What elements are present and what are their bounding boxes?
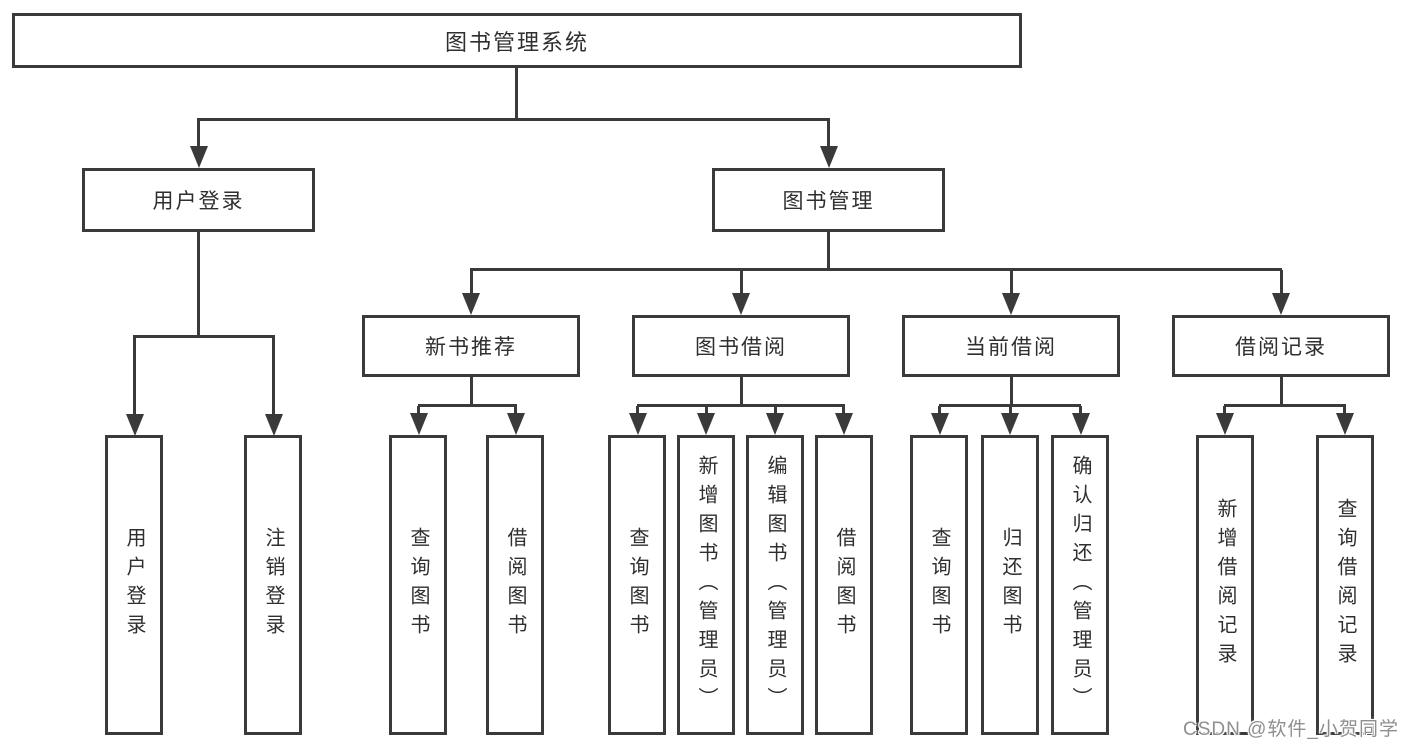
arrow-down-icon bbox=[410, 413, 428, 435]
node-user-login-branch: 用户登录 bbox=[82, 168, 315, 232]
arrow-down-icon bbox=[507, 413, 525, 435]
leaf-query-books: 查询图书 bbox=[389, 435, 447, 735]
node-new-book-recommendation: 新书推荐 bbox=[362, 315, 580, 377]
leaf-borrow-books: 借阅图书 bbox=[486, 435, 544, 735]
connector-line bbox=[705, 406, 708, 416]
connector-line bbox=[197, 118, 830, 121]
arrow-down-icon bbox=[1001, 413, 1019, 435]
leaf-query-books: 查询图书 bbox=[608, 435, 666, 735]
connector-line bbox=[740, 270, 743, 294]
arrow-down-icon bbox=[1272, 293, 1290, 315]
connector-line bbox=[515, 68, 518, 120]
connector-line bbox=[842, 406, 845, 416]
connector-line bbox=[272, 337, 275, 415]
arrow-down-icon bbox=[1336, 413, 1354, 435]
csdn-watermark: CSDN @软件_小贺同学 bbox=[1183, 719, 1399, 740]
node-borrowing-records: 借阅记录 bbox=[1172, 315, 1390, 377]
connector-line bbox=[740, 377, 743, 406]
leaf-user-login: 用户登录 bbox=[105, 435, 163, 735]
connector-line bbox=[939, 404, 1081, 407]
leaf-query-books: 查询图书 bbox=[910, 435, 968, 735]
leaf-add-borrow-record: 新增借阅记录 bbox=[1196, 435, 1254, 735]
leaf-return-books: 归还图书 bbox=[981, 435, 1039, 735]
connector-line bbox=[774, 406, 777, 416]
node-book-borrowing: 图书借阅 bbox=[632, 315, 850, 377]
connector-line bbox=[133, 335, 275, 338]
connector-line bbox=[827, 232, 830, 270]
connector-line bbox=[1009, 406, 1012, 416]
connector-line bbox=[1280, 270, 1283, 294]
connector-line bbox=[197, 120, 200, 148]
leaf-logout: 注销登录 bbox=[244, 435, 302, 735]
arrow-down-icon bbox=[1002, 293, 1020, 315]
connector-line bbox=[470, 270, 473, 294]
arrow-down-icon bbox=[462, 293, 480, 315]
connector-line bbox=[1010, 377, 1013, 406]
leaf-borrow-books: 借阅图书 bbox=[815, 435, 873, 735]
node-current-borrowing: 当前借阅 bbox=[902, 315, 1120, 377]
connector-line bbox=[470, 377, 473, 406]
connector-line bbox=[197, 232, 200, 335]
leaf-edit-books-admin: 编辑图书（管理员） bbox=[746, 435, 804, 735]
connector-line bbox=[1280, 377, 1283, 406]
arrow-down-icon bbox=[190, 146, 208, 168]
leaf-confirm-return-admin: 确认归还（管理员） bbox=[1051, 435, 1109, 735]
arrow-down-icon bbox=[732, 293, 750, 315]
connector-line bbox=[1079, 406, 1082, 416]
connector-line bbox=[417, 406, 420, 416]
leaf-add-books-admin: 新增图书（管理员） bbox=[677, 435, 735, 735]
connector-line bbox=[418, 404, 517, 407]
connector-line bbox=[938, 406, 941, 416]
connector-line bbox=[514, 406, 517, 416]
connector-line bbox=[1010, 270, 1013, 294]
arrow-down-icon bbox=[697, 413, 715, 435]
leaf-query-borrow-record: 查询借阅记录 bbox=[1316, 435, 1374, 735]
arrow-down-icon bbox=[766, 413, 784, 435]
arrow-down-icon bbox=[835, 413, 853, 435]
connector-line bbox=[637, 404, 845, 407]
arrow-down-icon bbox=[629, 413, 647, 435]
arrow-down-icon bbox=[1216, 413, 1234, 435]
connector-line bbox=[636, 406, 639, 416]
connector-line bbox=[1343, 406, 1346, 416]
connector-line bbox=[827, 120, 830, 148]
connector-line bbox=[470, 268, 1282, 271]
arrow-down-icon bbox=[265, 414, 283, 436]
connector-line bbox=[1224, 404, 1346, 407]
arrow-down-icon bbox=[820, 146, 838, 168]
arrow-down-icon bbox=[931, 413, 949, 435]
arrow-down-icon bbox=[126, 414, 144, 436]
connector-line bbox=[133, 337, 136, 415]
connector-line bbox=[1223, 406, 1226, 416]
node-book-management-branch: 图书管理 bbox=[712, 168, 945, 232]
node-library-management-system: 图书管理系统 bbox=[12, 13, 1022, 68]
arrow-down-icon bbox=[1072, 413, 1090, 435]
